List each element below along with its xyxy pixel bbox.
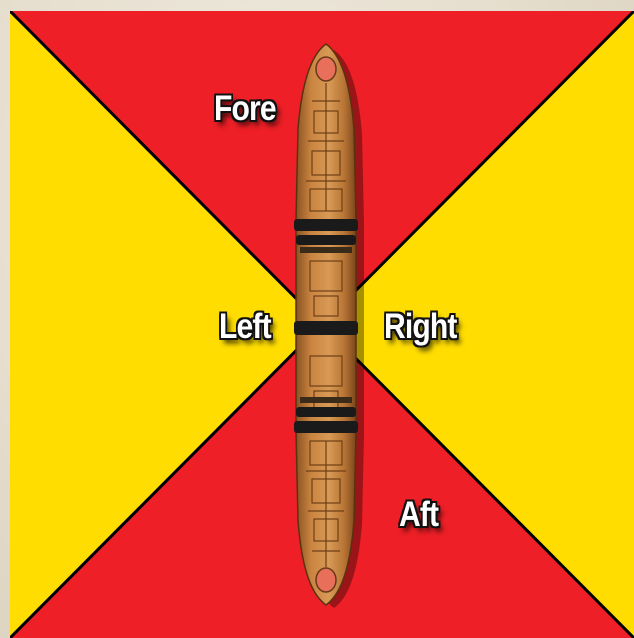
left-label: Left — [219, 309, 271, 344]
firing-arc-diagram — [10, 11, 634, 638]
right-label: Right — [384, 309, 457, 344]
aft-label: Aft — [399, 497, 438, 532]
fore-label: Fore — [214, 91, 276, 126]
firing-arc-board: Fore Left Right Aft — [10, 11, 634, 638]
ship-token-icon — [294, 44, 364, 608]
